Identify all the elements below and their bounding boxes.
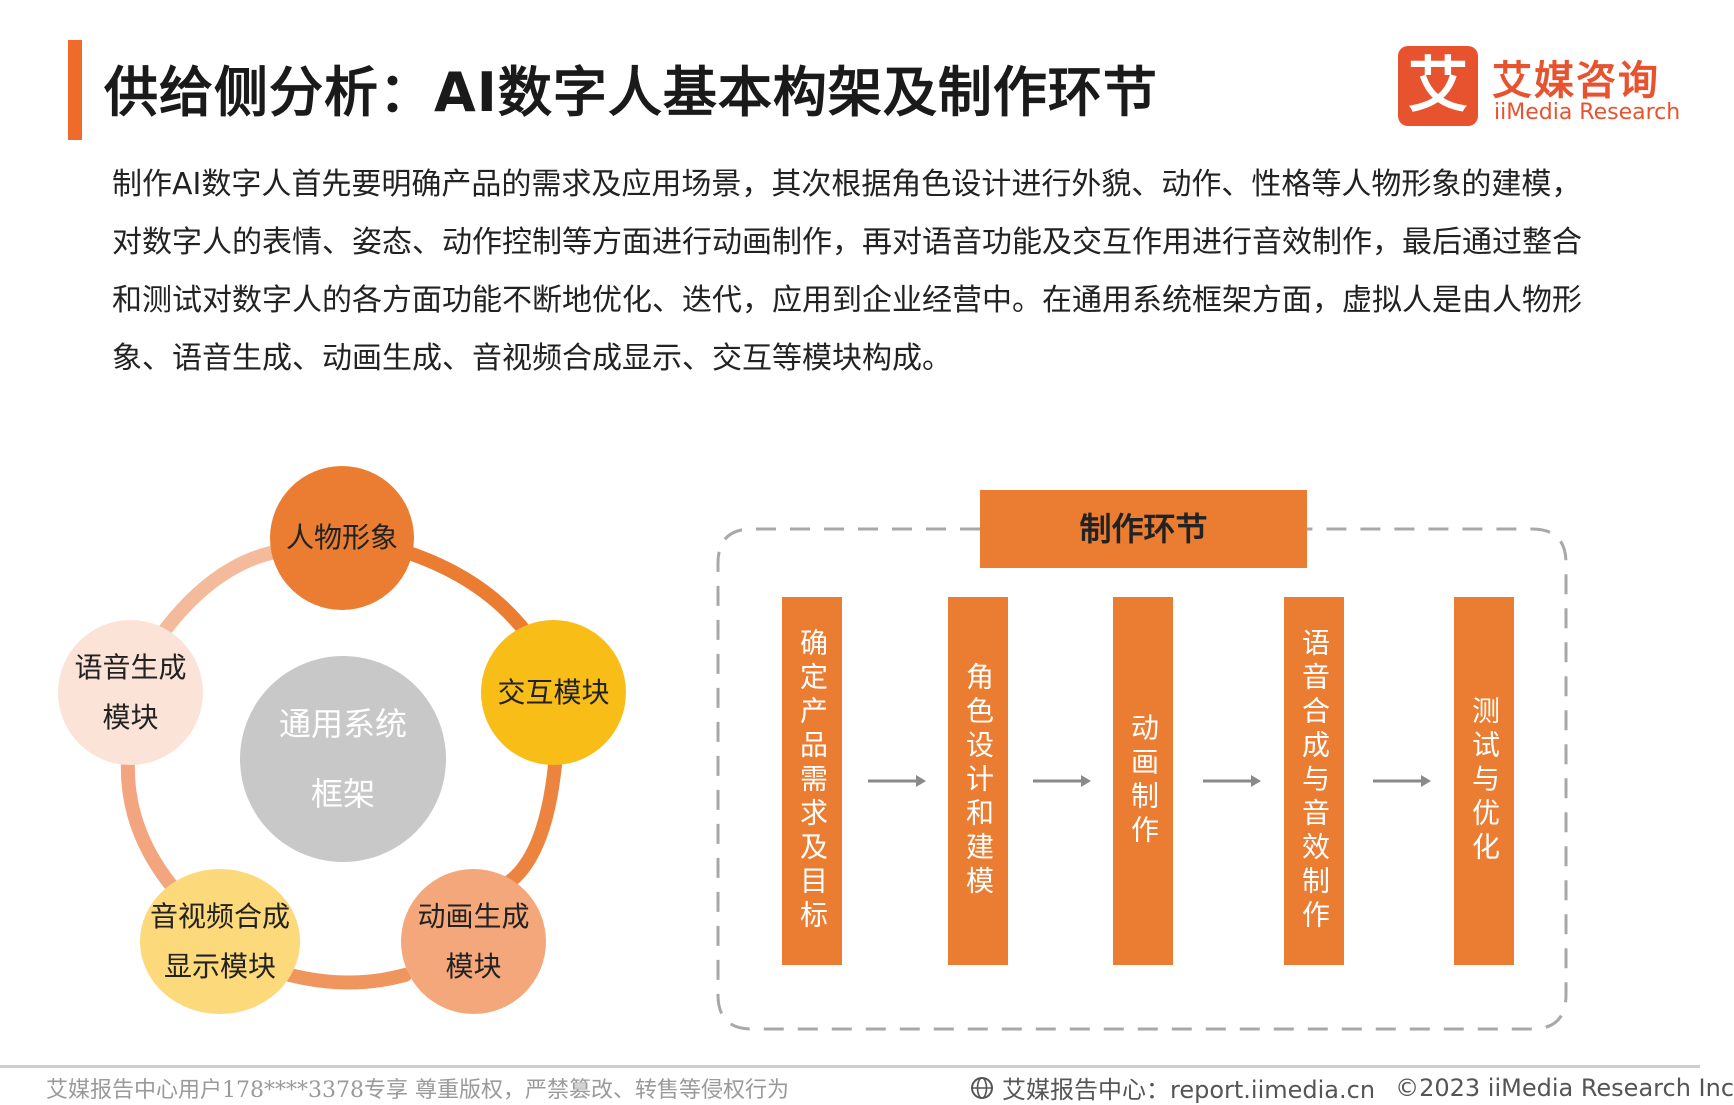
production-step: 确定产品需求及目标: [782, 597, 842, 965]
footer-divider: [0, 1065, 1700, 1068]
flow-arrow-4: [1373, 775, 1431, 787]
module-animation-line1: 动画生成: [417, 899, 530, 933]
intro-paragraph: 制作AI数字人首先要明确产品的需求及应用场景，其次根据角色设计进行外貌、动作、性…: [112, 167, 1582, 376]
module-av-line1: 音视频合成: [149, 899, 290, 933]
logo-name-en: iiMedia Research: [1494, 100, 1681, 125]
flow-arrow-1: [868, 775, 926, 787]
flow-arrow-2: [1033, 775, 1091, 787]
module-animation: 动画生成 模块: [401, 869, 546, 1014]
module-interaction-label: 交互模块: [497, 675, 610, 709]
footer-site-link[interactable]: 艾媒报告中心：report.iimedia.cn: [1002, 1076, 1376, 1104]
module-av-line2: 显示模块: [163, 949, 276, 983]
module-interaction: 交互模块: [481, 620, 626, 765]
production-step: 角色设计和建模: [948, 597, 1008, 965]
production-step-label: 确定产品需求及目标: [796, 628, 829, 934]
module-figure: 人物形象: [270, 466, 414, 610]
globe-icon: [971, 1076, 993, 1099]
production-step: 语音合成与音效制作: [1284, 597, 1344, 965]
footer-copyright: ©2023 iiMedia Research Inc: [1395, 1073, 1734, 1102]
framework-center-line1: 通用系统: [278, 705, 407, 743]
production-heading: 制作环节: [980, 490, 1307, 568]
ring-arc-av-voice: [120, 753, 182, 897]
framework-center-line2: 框架: [310, 775, 375, 813]
module-animation-line2: 模块: [445, 949, 502, 983]
module-voice-line1: 语音生成: [74, 650, 187, 684]
flow-arrow-3: [1203, 775, 1261, 787]
production-step: 动画制作: [1113, 597, 1173, 965]
brand-logo: 艾 艾媒咨询 iiMedia Research: [1398, 46, 1680, 128]
ring-arc-voice-figure: [158, 545, 282, 637]
logo-mark: 艾: [1398, 46, 1478, 126]
module-voice-line2: 模块: [102, 700, 159, 734]
footer-license-note: 艾媒报告中心用户178****3378专享 尊重版权，严禁篡改、转售等侵权行为: [46, 1078, 789, 1103]
framework-center: 通用系统 框架: [240, 656, 446, 862]
title-accent-bar: [68, 40, 82, 140]
logo-name-cn: 艾媒咨询: [1492, 58, 1660, 104]
production-dashed-frame: [716, 527, 1568, 1031]
production-step-label: 测试与优化: [1468, 696, 1501, 866]
ring-arc-interact-anim: [498, 758, 562, 892]
module-figure-label: 人物形象: [285, 521, 398, 554]
production-step-label: 语音合成与音效制作: [1298, 628, 1331, 934]
module-av-synthesis: 音视频合成 显示模块: [140, 869, 300, 1014]
footer-source: 艾媒报告中心：report.iimedia.cn ©2023 iiMedia R…: [970, 1070, 1734, 1105]
production-step-label: 动画制作: [1127, 713, 1160, 849]
ring-arc-anim-av: [283, 968, 412, 990]
page-title: 供给侧分析：AI数字人基本构架及制作环节: [104, 61, 1158, 124]
production-step-label: 角色设计和建模: [962, 662, 995, 900]
production-step: 测试与优化: [1454, 597, 1514, 965]
module-voice: 语音生成 模块: [58, 620, 203, 765]
